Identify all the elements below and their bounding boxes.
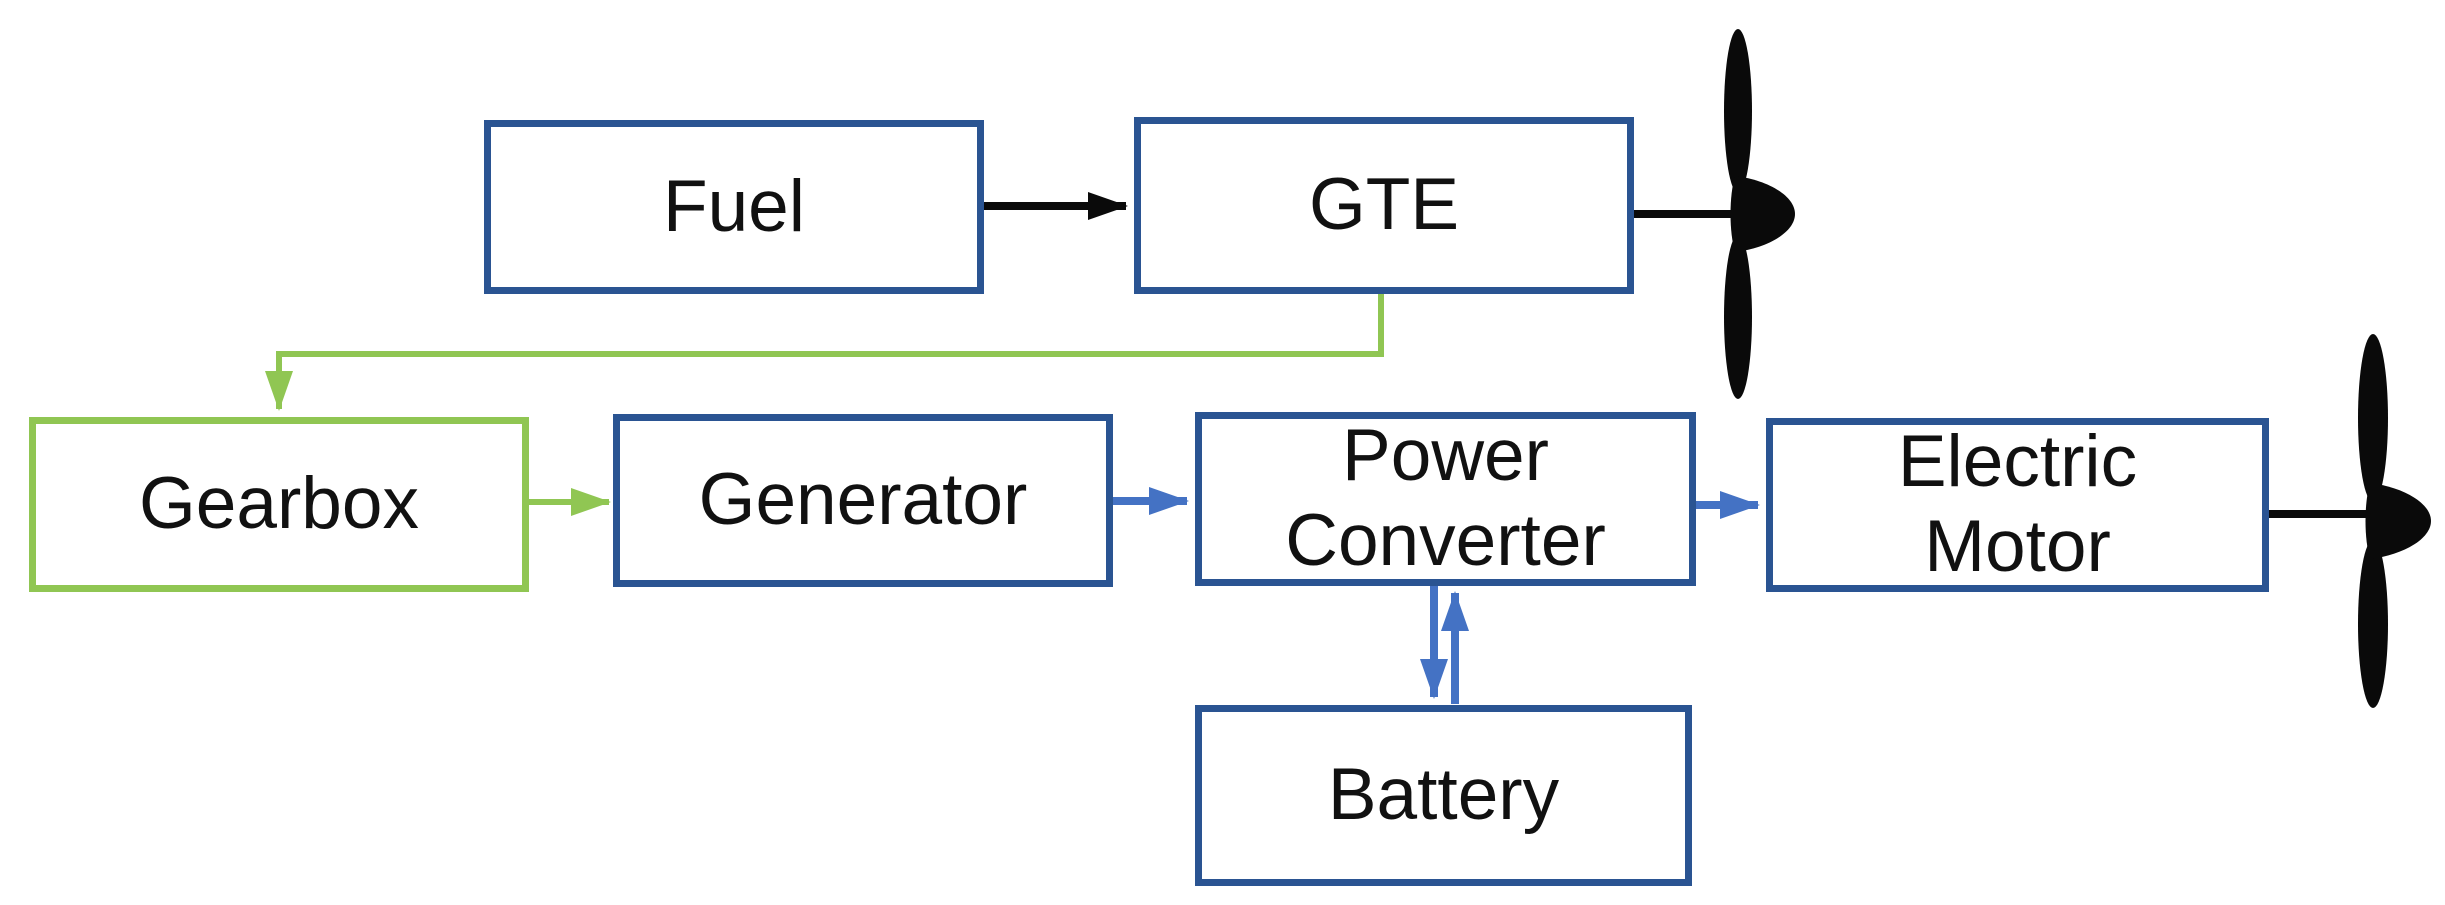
edge-gte-to-gearbox-arrow [265,294,1384,411]
node-battery-label: Battery [1327,754,1560,836]
node-battery: Battery [1195,705,1692,886]
node-fuel: Fuel [484,120,984,294]
node-gte-label: GTE [1308,164,1460,246]
node-electric-motor-label: Electric Motor [1897,421,2138,587]
node-power-converter: Power Converter [1195,412,1696,586]
node-electric-motor: Electric Motor [1766,418,2269,592]
node-generator-label: Generator [698,459,1028,541]
propeller-icon [2358,334,2431,708]
node-power-converter-label: Power Converter [1285,415,1606,581]
node-gte: GTE [1134,117,1634,294]
node-gearbox-label: Gearbox [139,463,419,545]
node-gearbox: Gearbox [29,417,529,592]
node-generator: Generator [613,414,1113,587]
propeller-icon [1724,29,1795,399]
node-fuel-label: Fuel [662,165,805,247]
